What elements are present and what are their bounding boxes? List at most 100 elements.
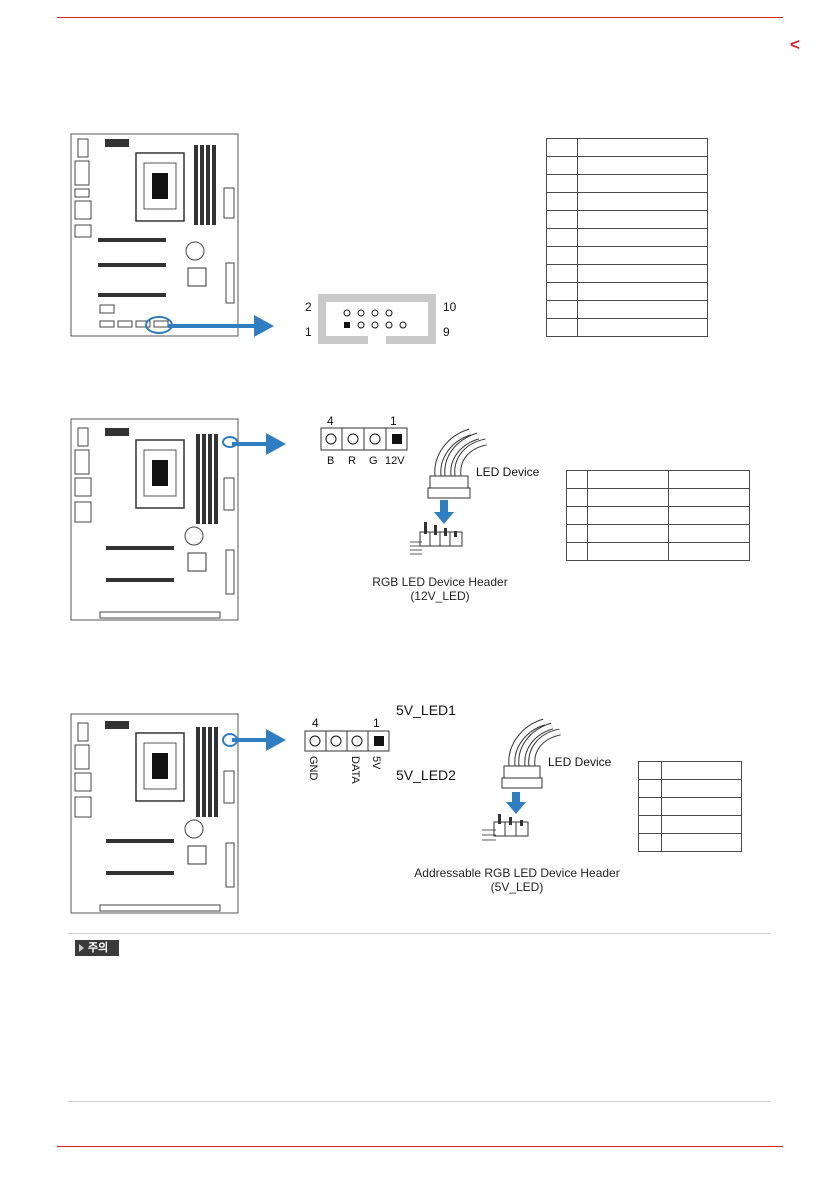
pin-label-12v: 12V [385, 455, 405, 467]
table-row [566, 470, 750, 489]
rgb-header-pins [320, 427, 408, 451]
table-cell [668, 506, 750, 525]
table-cell [546, 264, 578, 283]
motherboard-diagram-1 [70, 133, 239, 337]
table-cell [660, 833, 743, 852]
pin-label-1: 1 [305, 325, 312, 339]
bottom-rule [57, 1146, 783, 1147]
table-row [638, 833, 743, 852]
pin-label-5v: 5V [370, 756, 382, 770]
pin-label-gnd: GND [307, 756, 319, 781]
pin-number-1: 1 [390, 414, 397, 428]
table-cell [660, 761, 743, 780]
table-row [546, 264, 709, 283]
arrow-right-icon [232, 729, 286, 751]
table-cell [546, 138, 578, 157]
argb-header-caption: Addressable RGB LED Device Header [414, 866, 620, 880]
table-row [566, 506, 750, 525]
led-device-label: LED Device [476, 465, 540, 479]
table-cell [587, 488, 669, 507]
table-cell [668, 524, 750, 543]
rgb-header-caption-sub: (12V_LED) [410, 589, 470, 603]
table-cell [638, 779, 662, 798]
table-cell [587, 542, 669, 561]
table-cell [638, 761, 662, 780]
top-rule [57, 17, 783, 18]
table-cell [668, 470, 750, 489]
table-cell [587, 506, 669, 525]
table-cell [576, 300, 709, 319]
led-plug-illustration [482, 718, 561, 841]
table-row [546, 318, 709, 337]
pin-label-r: R [348, 455, 356, 467]
table-cell [546, 192, 578, 211]
table-cell [660, 779, 743, 798]
pin-number-4: 4 [312, 716, 319, 730]
table-row [638, 797, 743, 816]
table-row [546, 156, 709, 175]
table-cell [566, 524, 588, 543]
argb-header-pins [304, 730, 390, 752]
note-divider-bottom [68, 1101, 770, 1102]
argb-header-caption-sub: (5V_LED) [490, 880, 544, 894]
table-cell [576, 174, 709, 193]
table-cell [668, 542, 750, 561]
pin-number-1: 1 [373, 716, 380, 730]
pin-table-2 [566, 470, 750, 561]
table-cell [638, 797, 662, 816]
table-row [546, 282, 709, 301]
pin-label-data: DATA [349, 756, 361, 784]
table-row [566, 524, 750, 543]
table-cell [660, 815, 743, 834]
header-5v-led1: 5V_LED1 [396, 702, 456, 718]
table-cell [576, 318, 709, 337]
caution-arrow-icon [79, 944, 84, 952]
table-row [546, 246, 709, 265]
table-cell [546, 210, 578, 229]
table-cell [660, 797, 743, 816]
table-row [566, 542, 750, 561]
table-cell [576, 210, 709, 229]
table-cell [576, 228, 709, 247]
table-cell [566, 470, 588, 489]
pin-label-b: B [327, 455, 335, 467]
led-plug-illustration [410, 428, 487, 555]
table-cell [546, 228, 578, 247]
pin-label-2: 2 [305, 300, 312, 314]
pin-table-1 [546, 138, 709, 337]
table-cell [566, 488, 588, 507]
table-cell [576, 246, 709, 265]
arrow-right-icon [232, 433, 286, 455]
table-cell [638, 833, 662, 852]
chevron-left-icon[interactable]: < [790, 35, 800, 54]
table-row [638, 779, 743, 798]
rgb-header-caption: RGB LED Device Header [372, 575, 508, 589]
table-cell [546, 246, 578, 265]
caution-label: 주의 [88, 942, 109, 954]
table-cell [566, 542, 588, 561]
table-cell [587, 524, 669, 543]
table-row [546, 210, 709, 229]
table-cell [587, 470, 669, 489]
table-row [546, 300, 709, 319]
table-row [566, 488, 750, 507]
table-cell [576, 282, 709, 301]
arrow-right-icon [168, 315, 274, 337]
connector-10pin [318, 294, 436, 344]
table-cell [576, 192, 709, 211]
table-cell [576, 138, 709, 157]
header-5v-led2: 5V_LED2 [396, 767, 456, 783]
table-cell [546, 282, 578, 301]
table-cell [546, 156, 578, 175]
note-divider-top [68, 933, 770, 934]
table-cell [546, 300, 578, 319]
table-cell [668, 488, 750, 507]
table-row [546, 174, 709, 193]
table-cell [576, 264, 709, 283]
table-cell [638, 815, 662, 834]
caution-badge: 주의 [75, 940, 119, 956]
table-row [638, 815, 743, 834]
pin-number-4: 4 [327, 414, 334, 428]
pin-label-g: G [369, 455, 378, 467]
table-cell [546, 174, 578, 193]
